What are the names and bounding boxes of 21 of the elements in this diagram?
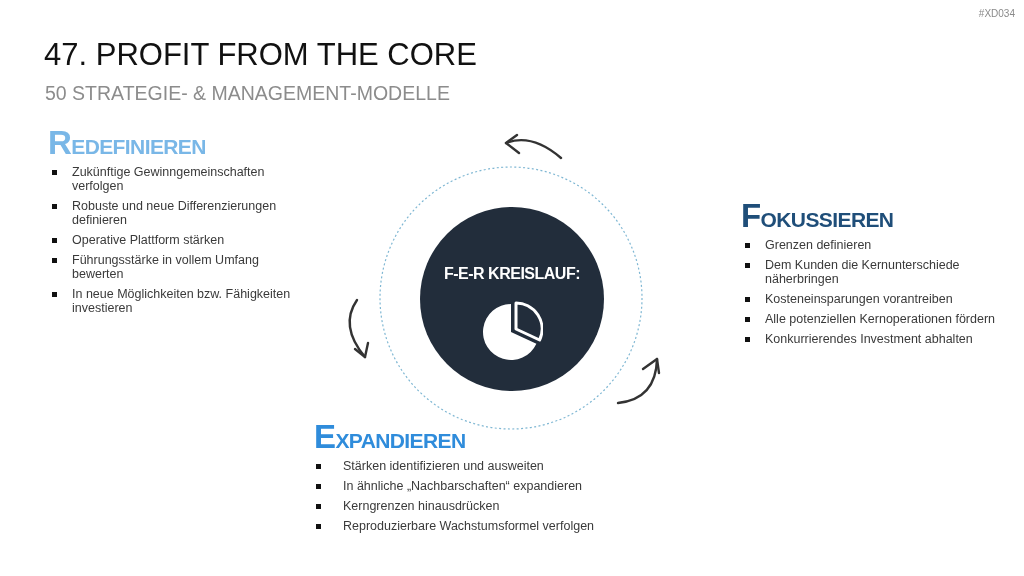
page-title: 47. PROFIT FROM THE CORE [44,36,477,74]
bullet-text: Alle potenziellen Kernoperationen fördern [765,312,997,326]
bullet-text: Reproduzierbare Wachstumsformel verfolgen [343,519,596,533]
bullet-text: Führungsstärke in vollem Umfang bewerten [72,253,260,281]
bullet-text: In ähnliche „Nachbarschaften“ expandieren [343,479,584,493]
page-subtitle: 50 STRATEGIE- & MANAGEMENT-MODELLE [45,81,450,105]
bullet-text: Konkurrierendes Investment abhalten [765,332,974,346]
bullet-text: Dem Kunden die Kernunterschiede näherbringen [765,258,961,286]
bullet-text: Robuste und neue Differenzierungen definieren [72,199,278,227]
slide-code: #XD034 [978,8,1015,20]
bullet-text: Grenzen definieren [765,238,873,252]
hub-title: F-E-R KREISLAUF: [444,264,580,284]
bullet-text: Operative Plattform stärken [72,233,226,247]
section-heading: FOKUSSIEREN [741,200,894,236]
section-heading: EXPANDIEREN [314,421,466,457]
bullet-text: Kerngrenzen hinausdrücken [343,499,501,513]
bullet-text: Kosteneinsparungen vorantreiben [765,292,954,306]
bullet-text: Zukünftige Gewinngemeinschaften verfolgen [72,165,266,193]
bullet-text: In neue Möglichkeiten bzw. Fähigkeiten investieren [72,287,292,315]
section-heading: REDEFINIEREN [48,127,206,163]
bullet-text: Stärken identifizieren und ausweiten [343,459,545,473]
